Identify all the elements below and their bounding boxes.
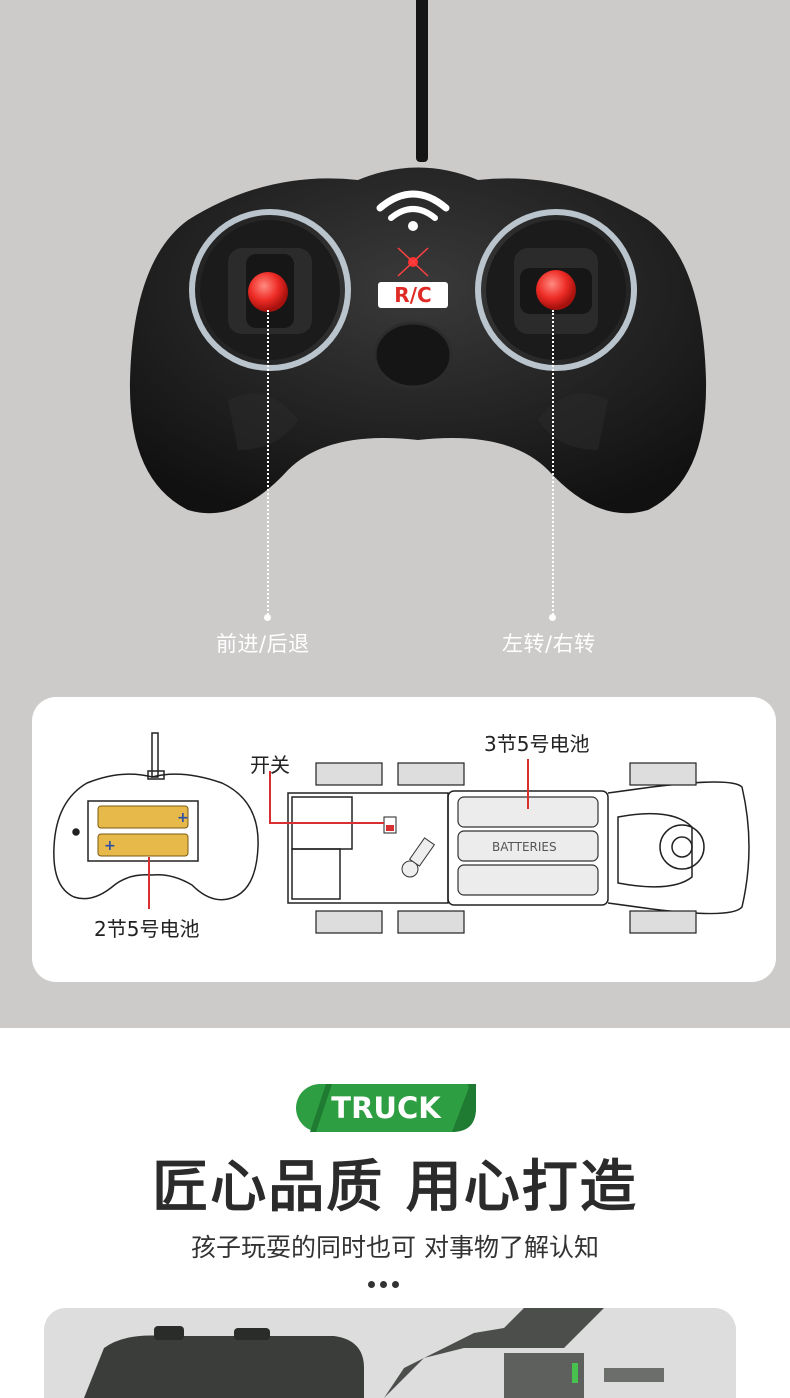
left-stick-leader-line xyxy=(267,310,269,618)
right-joystick xyxy=(475,209,637,371)
car-batteries xyxy=(457,796,599,896)
remote-controller-image: R/C xyxy=(129,167,707,514)
remote-outline xyxy=(53,732,259,901)
remote-batteries: + + xyxy=(87,800,199,862)
car-wheels xyxy=(315,762,697,934)
truck-badge-text: TRUCK xyxy=(331,1091,441,1125)
screwdriver-icon xyxy=(401,837,436,878)
switch-label: 开关 xyxy=(250,753,290,777)
controller-antenna xyxy=(416,0,428,162)
svg-text:+: + xyxy=(177,810,189,826)
right-stick-leader-line xyxy=(552,310,554,618)
wifi-icon xyxy=(376,190,450,231)
pagination-dots xyxy=(368,1273,408,1288)
rc-logo-plate xyxy=(378,282,448,308)
page-title: 匠心品质 用心打造 xyxy=(152,1155,638,1220)
page-subtitle: 孩子玩耍的同时也可 对事物了解认知 xyxy=(191,1233,599,1262)
remote-battery-label: 2节5号电池 xyxy=(94,917,200,941)
car-battery-label: 3节5号电池 xyxy=(484,732,590,756)
rc-logo: R/C xyxy=(394,283,431,307)
battery-print: BATTERIES xyxy=(492,840,557,854)
steering-servo xyxy=(659,824,705,870)
left-stick-label: 前进/后退 xyxy=(216,632,310,656)
right-stick-label: 左转/右转 xyxy=(502,632,596,656)
power-switch xyxy=(383,816,397,834)
left-stick-leader-dot xyxy=(264,614,271,621)
battery-diagram-card: + + BATTERIES xyxy=(32,697,776,982)
battery-diagram: + + BATTERIES xyxy=(53,732,750,934)
right-stick-leader-dot xyxy=(549,614,556,621)
left-joystick xyxy=(189,209,351,371)
svg-text:+: + xyxy=(104,838,116,854)
truck-photo xyxy=(44,1308,736,1398)
truck-badge xyxy=(296,1084,476,1132)
